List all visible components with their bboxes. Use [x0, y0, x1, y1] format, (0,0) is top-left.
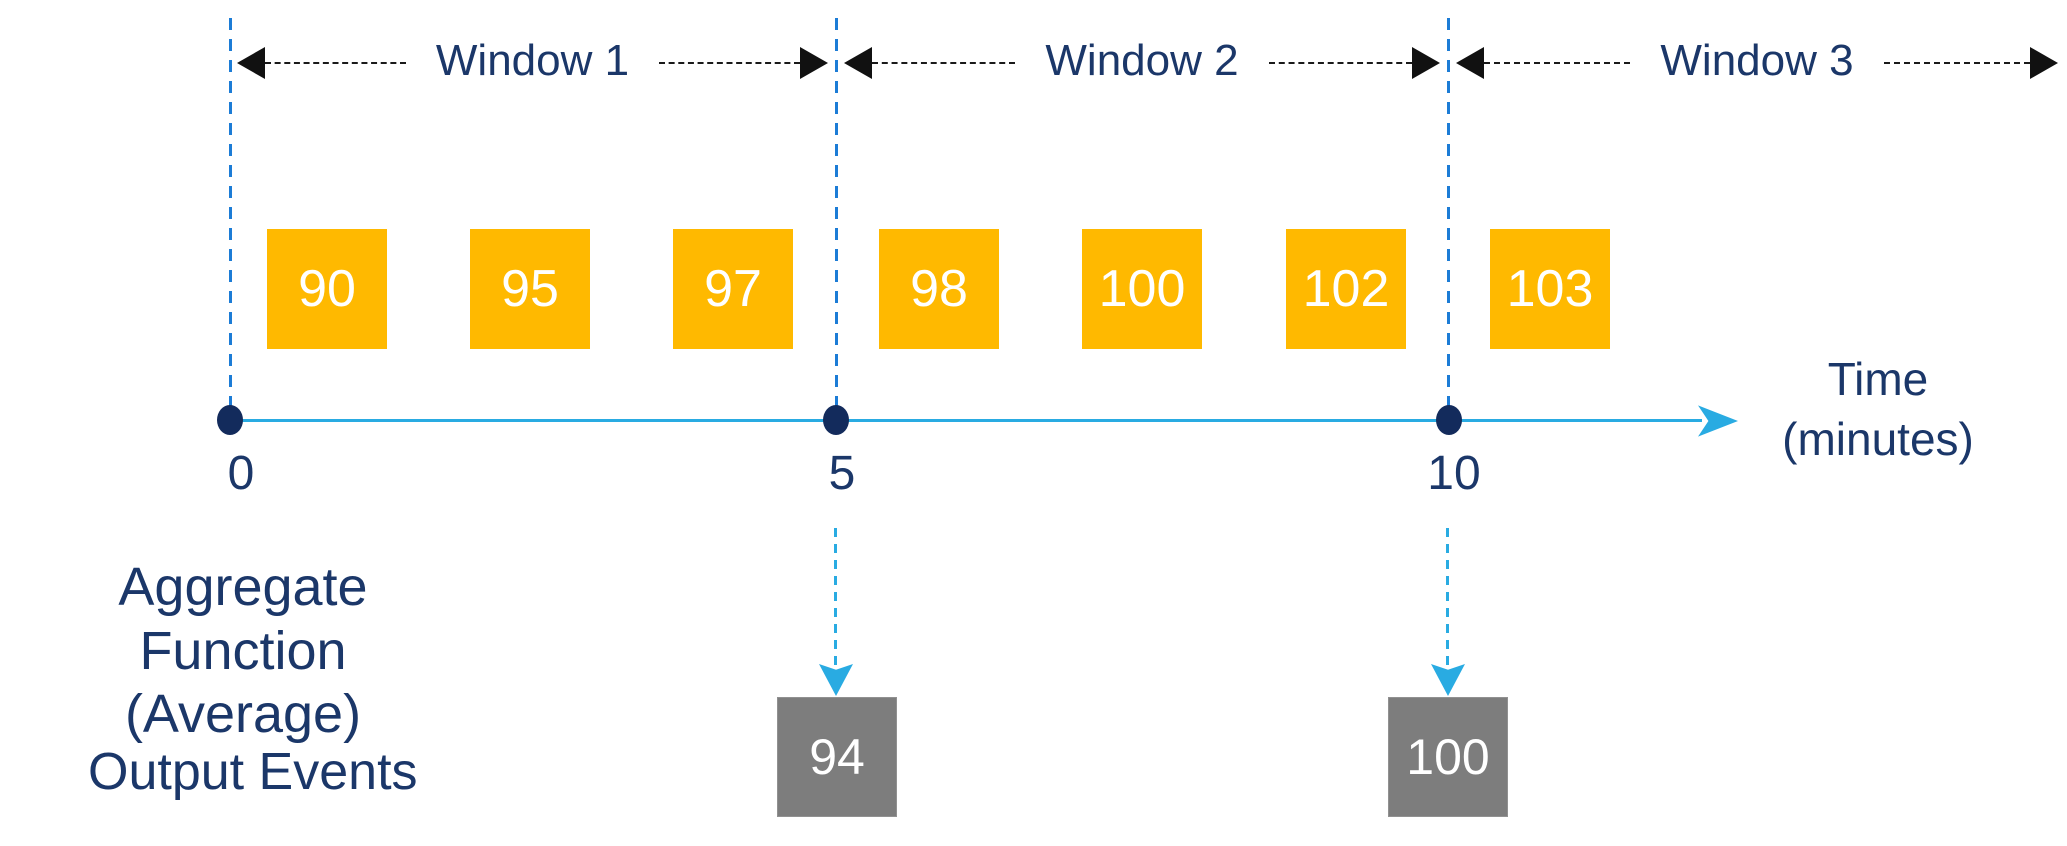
output-arrow-dash-0 — [834, 528, 837, 666]
aggregate-function-label-line2: (Average) — [124, 684, 362, 745]
input-event-value: 98 — [910, 260, 968, 318]
window-boundary-line-5 — [835, 18, 838, 406]
input-event-value: 102 — [1302, 260, 1390, 318]
window-boundary-line-0 — [229, 18, 232, 406]
input-event-box: 102 — [1286, 229, 1406, 349]
input-event-box: 103 — [1490, 229, 1610, 349]
arrow-right-icon — [800, 47, 828, 79]
axis-dot-10 — [1436, 405, 1462, 435]
output-event-box: 94 — [777, 697, 897, 817]
aggregate-function-label: Aggregate Function (Average) — [20, 556, 466, 747]
output-events-label: Output Events — [88, 743, 418, 801]
time-axis-arrowhead-icon — [1698, 405, 1738, 437]
axis-dot-5 — [823, 405, 849, 435]
dashed-line — [1883, 62, 2030, 64]
input-event-box: 98 — [879, 229, 999, 349]
input-event-box: 100 — [1082, 229, 1202, 349]
input-event-box: 97 — [673, 229, 793, 349]
tick-label-0: 0 — [227, 447, 255, 500]
window-2-label: Window 2 — [1045, 36, 1239, 85]
dashed-line — [659, 62, 800, 64]
output-event-value: 94 — [809, 729, 865, 785]
window-3-span: Window 3 — [1456, 36, 2058, 85]
aggregate-function-label-line1: Aggregate Function — [118, 557, 368, 681]
output-arrow-head-icon — [819, 664, 853, 696]
window-1-label: Window 1 — [435, 36, 630, 85]
axis-dot-0 — [217, 405, 243, 435]
output-arrow-head-icon — [1431, 664, 1465, 696]
time-axis-label: Time (minutes) — [1760, 350, 1996, 470]
arrow-right-icon — [1412, 47, 1440, 79]
tick-label-5: 5 — [828, 447, 856, 500]
dashed-line — [1484, 62, 1631, 64]
arrow-right-icon — [2030, 47, 2058, 79]
window-2-span: Window 2 — [844, 36, 1440, 85]
arrow-left-icon — [844, 47, 872, 79]
dashed-line — [265, 62, 406, 64]
input-event-value: 100 — [1098, 260, 1186, 318]
time-axis-label-line1: Time — [1827, 353, 1929, 405]
input-event-value: 103 — [1506, 260, 1594, 318]
output-event-value: 100 — [1406, 729, 1490, 785]
window-3-label: Window 3 — [1660, 36, 1854, 85]
arrow-left-icon — [237, 47, 265, 79]
dashed-line — [1268, 62, 1412, 64]
input-event-box: 95 — [470, 229, 590, 349]
time-axis-label-line2: (minutes) — [1782, 412, 1974, 465]
window-boundary-line-10 — [1447, 18, 1450, 406]
time-axis-line — [230, 419, 1702, 422]
input-event-box: 90 — [267, 229, 387, 349]
tick-label-10: 10 — [1427, 447, 1481, 500]
window-1-span: Window 1 — [237, 36, 828, 85]
input-event-value: 97 — [704, 260, 762, 318]
input-event-value: 90 — [298, 260, 356, 318]
arrow-left-icon — [1456, 47, 1484, 79]
input-event-value: 95 — [501, 260, 559, 318]
output-arrow-dash-1 — [1446, 528, 1449, 666]
output-event-box: 100 — [1388, 697, 1508, 817]
dashed-line — [872, 62, 1016, 64]
